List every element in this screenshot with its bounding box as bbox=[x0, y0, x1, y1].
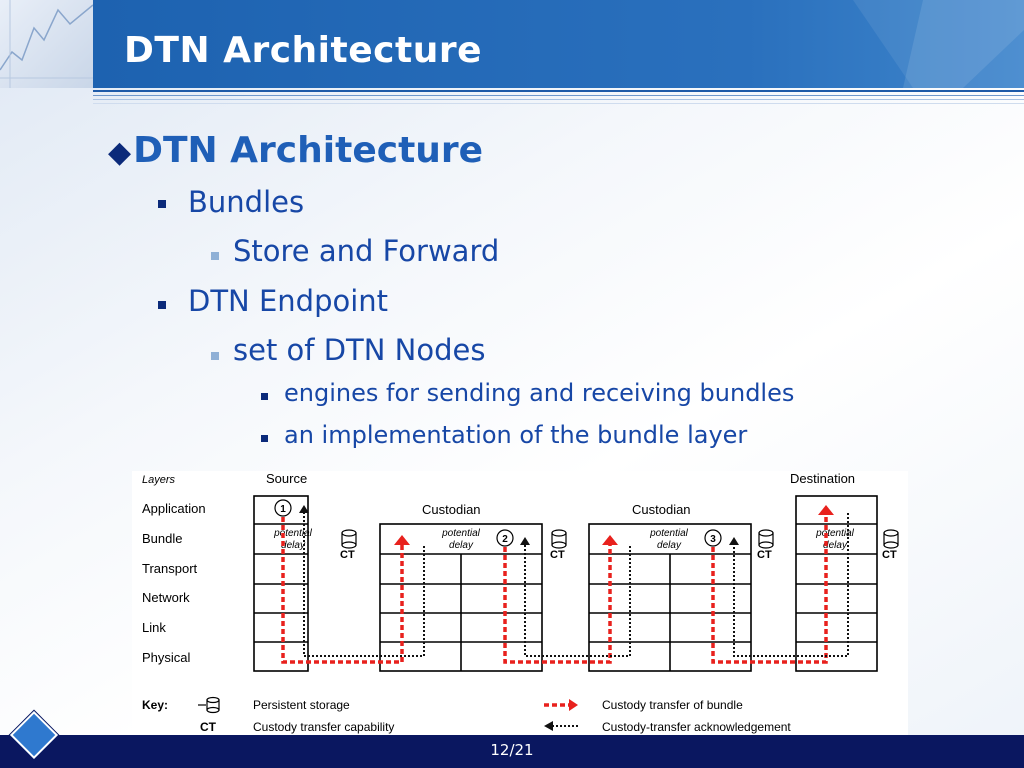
custody-transfer-path bbox=[711, 513, 828, 664]
arrow-left-icon bbox=[544, 721, 553, 731]
arrow-up-icon bbox=[394, 535, 410, 545]
delay-label: potential bbox=[441, 528, 481, 539]
arrow-right-icon bbox=[569, 699, 578, 711]
layer-transport: Transport bbox=[142, 561, 198, 576]
square-bullet-icon bbox=[211, 252, 219, 260]
bullet-bundles: Bundles bbox=[188, 185, 305, 219]
header-decoration bbox=[853, 0, 1024, 88]
delay-label: delay bbox=[823, 540, 848, 551]
bullet-dtn-nodes: set of DTN Nodes bbox=[233, 333, 486, 367]
arrow-up-icon bbox=[520, 537, 530, 545]
delay-label: delay bbox=[281, 540, 306, 551]
delay-label: potential bbox=[649, 528, 689, 539]
custody-ack-path bbox=[303, 511, 425, 657]
title-bar bbox=[93, 0, 1024, 88]
delay-label: delay bbox=[657, 540, 682, 551]
step-number: 1 bbox=[280, 504, 286, 515]
layer-physical: Physical bbox=[142, 650, 191, 665]
square-bullet-icon bbox=[158, 200, 166, 208]
arrow-up-icon bbox=[602, 535, 618, 545]
arrow-up-icon bbox=[818, 505, 834, 515]
bullet-engines: engines for sending and receiving bundle… bbox=[284, 379, 795, 407]
storage-cylinder-icon bbox=[758, 529, 774, 549]
node-custodian-1-label: Custodian bbox=[422, 502, 481, 517]
header-rule bbox=[93, 90, 1024, 92]
dtn-diagram-svg: Layers Application Bundle Transport Netw… bbox=[142, 471, 899, 734]
ct-label: CT bbox=[757, 549, 772, 561]
bullet-heading: ◆DTN Architecture bbox=[108, 130, 483, 171]
dtn-diagram: Layers Application Bundle Transport Netw… bbox=[132, 471, 908, 738]
layer-application: Application bbox=[142, 501, 206, 516]
header-rule bbox=[93, 103, 1024, 104]
custody-transfer-path bbox=[281, 517, 404, 664]
storage-cylinder-icon bbox=[883, 529, 899, 549]
step-number: 2 bbox=[502, 534, 508, 545]
square-bullet-icon bbox=[261, 393, 268, 400]
footer-bar bbox=[0, 735, 1024, 768]
custody-ack-path bbox=[733, 513, 849, 657]
square-bullet-icon bbox=[211, 352, 219, 360]
heading-text: DTN Architecture bbox=[133, 130, 484, 171]
layer-bundle: Bundle bbox=[142, 531, 182, 546]
storage-cylinder-icon bbox=[551, 529, 567, 549]
delay-label: delay bbox=[449, 540, 474, 551]
square-bullet-icon bbox=[158, 301, 166, 309]
storage-cylinder-icon bbox=[341, 529, 357, 549]
ct-label: CT bbox=[550, 549, 565, 561]
layers-label: Layers bbox=[142, 474, 176, 486]
delay-label: potential bbox=[815, 528, 855, 539]
delay-label: potential bbox=[273, 528, 313, 539]
chart-doodle-icon bbox=[0, 0, 93, 88]
step-marker bbox=[496, 529, 514, 547]
header-rule bbox=[93, 95, 1024, 96]
diamond-bullet-icon: ◆ bbox=[108, 135, 132, 170]
node-source-label: Source bbox=[266, 471, 307, 486]
slide-title: DTN Architecture bbox=[124, 30, 482, 71]
storage-cylinder-icon bbox=[198, 696, 220, 714]
bullet-dtn-endpoint: DTN Endpoint bbox=[188, 284, 389, 318]
key-custody-transfer: Custody transfer of bundle bbox=[602, 698, 743, 712]
key-ct: CT bbox=[200, 720, 217, 734]
node-custodian-2-label: Custodian bbox=[632, 502, 691, 517]
key-label: Key: bbox=[142, 698, 168, 712]
step-marker bbox=[704, 529, 722, 547]
arrow-up-icon bbox=[299, 505, 309, 513]
ct-label: CT bbox=[340, 549, 355, 561]
page-number: 12/21 bbox=[490, 741, 534, 759]
layer-network: Network bbox=[142, 590, 190, 605]
key-custody-ack: Custody-transfer acknowledgement bbox=[602, 720, 791, 734]
custody-transfer-path bbox=[503, 543, 612, 664]
step-number: 3 bbox=[710, 534, 716, 545]
corner-decoration bbox=[0, 0, 93, 88]
header-rule bbox=[93, 99, 1024, 100]
layer-link: Link bbox=[142, 620, 166, 635]
bullet-implementation: an implementation of the bundle layer bbox=[284, 421, 748, 449]
arrow-up-icon bbox=[729, 537, 739, 545]
node-destination-label: Destination bbox=[790, 471, 855, 486]
key-custody-capability: Custody transfer capability bbox=[253, 720, 394, 734]
ct-label: CT bbox=[882, 549, 897, 561]
key-persistent-storage: Persistent storage bbox=[253, 698, 350, 712]
square-bullet-icon bbox=[261, 435, 268, 442]
custody-ack-path bbox=[524, 543, 631, 657]
step-marker bbox=[274, 499, 292, 517]
bullet-store-forward: Store and Forward bbox=[233, 234, 500, 268]
